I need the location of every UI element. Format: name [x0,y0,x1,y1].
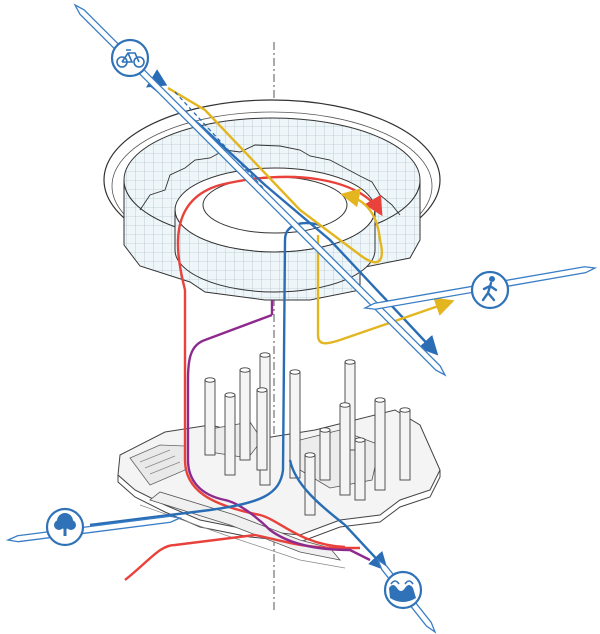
ring-building [103,99,441,301]
purple-route [186,313,371,562]
column [319,427,331,481]
water-icon [383,570,423,610]
column [354,437,366,501]
columns-group [204,352,411,516]
tree-icon [45,507,85,547]
yellow-route [167,86,383,264]
yellow-route-down [316,235,455,345]
column [374,397,386,491]
bicycle-icon [110,38,150,78]
column [304,452,316,516]
direction-axes [5,3,598,634]
red-route-ring [176,175,383,291]
park-axis [5,515,183,543]
ground-plinth [117,409,441,569]
routes [89,69,455,581]
blue-route [89,221,321,527]
column [239,367,251,461]
column [289,369,301,479]
dashed-connector [174,91,266,191]
red-route [124,533,360,581]
red-route-vertical [183,290,346,549]
column [399,407,411,481]
pedestrian-icon [470,270,510,310]
column [339,402,351,496]
column [256,387,268,471]
column [204,377,216,456]
bicycle-axis [73,3,447,377]
blue-route-lower [288,459,389,572]
column [224,392,236,476]
